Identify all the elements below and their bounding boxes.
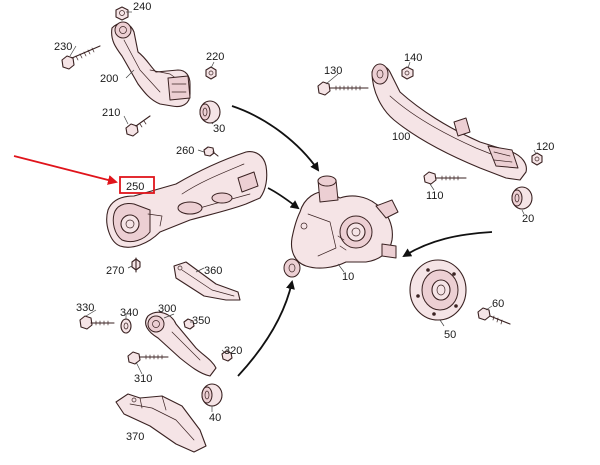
part-260-screw [203, 146, 219, 157]
part-210-bolt [125, 115, 151, 137]
label-250: 250 [126, 181, 144, 193]
label-120: 120 [536, 141, 554, 153]
part-350-nut [183, 318, 195, 330]
part-40-bushing [201, 383, 223, 407]
leader-lines [69, 11, 537, 412]
label-110: 110 [426, 190, 444, 202]
label-310: 310 [134, 373, 152, 385]
label-260: 260 [176, 145, 194, 157]
label-30: 30 [213, 123, 225, 135]
part-60-bolt [477, 307, 511, 325]
part-250-lower-arm [106, 151, 268, 248]
label-300: 300 [158, 303, 176, 315]
part-360-bracket [173, 261, 241, 301]
arrow-lower-arm [267, 187, 300, 210]
label-200: 200 [100, 73, 118, 85]
highlight-box [119, 176, 155, 194]
arrow-upper-arm [231, 105, 320, 172]
part-200-upper-arm [111, 21, 191, 108]
part-130-bolt [317, 81, 369, 96]
label-50: 50 [444, 329, 456, 341]
label-330: 330 [76, 302, 94, 314]
part-number-labels: 240 230 220 200 210 30 260 250 270 360 3… [54, 1, 554, 443]
part-240-nut [115, 6, 129, 21]
part-340-washer [120, 318, 132, 334]
label-140: 140 [404, 52, 422, 64]
part-300-link [145, 311, 217, 377]
part-110-bolt [423, 171, 467, 185]
label-10: 10 [342, 271, 354, 283]
part-10-wheel-carrier [283, 175, 399, 278]
part-20-bushing [511, 186, 533, 210]
part-270-bolt [131, 257, 141, 273]
part-50-wheel-hub [409, 259, 467, 321]
label-220: 220 [206, 51, 224, 63]
label-60: 60 [492, 298, 504, 310]
label-340: 340 [120, 307, 138, 319]
label-270: 270 [106, 265, 124, 277]
arrow-lower-link [237, 280, 295, 377]
part-100-arm [371, 63, 527, 181]
part-310-bolt [127, 351, 169, 365]
part-30-bushing [199, 100, 221, 124]
label-100: 100 [392, 131, 410, 143]
part-120-nut [531, 152, 543, 166]
assembly-arrows [231, 105, 493, 377]
label-210: 210 [102, 107, 120, 119]
label-240: 240 [133, 1, 151, 13]
part-320-nut [221, 350, 233, 362]
label-320: 320 [224, 345, 242, 357]
label-130: 130 [324, 65, 342, 77]
part-140-nut [401, 66, 414, 80]
label-230: 230 [54, 41, 72, 53]
part-330-bolt [79, 315, 115, 330]
label-360: 360 [204, 265, 222, 277]
label-370: 370 [126, 431, 144, 443]
arrow-arm-100 [402, 231, 493, 258]
highlight-part-250 [13, 155, 155, 194]
part-220-nut [205, 66, 217, 80]
label-350: 350 [192, 315, 210, 327]
part-370-mount [115, 393, 207, 453]
part-230-bolt [61, 45, 101, 70]
label-40: 40 [209, 412, 221, 424]
label-20: 20 [522, 213, 534, 225]
highlight-arrow [13, 155, 118, 185]
